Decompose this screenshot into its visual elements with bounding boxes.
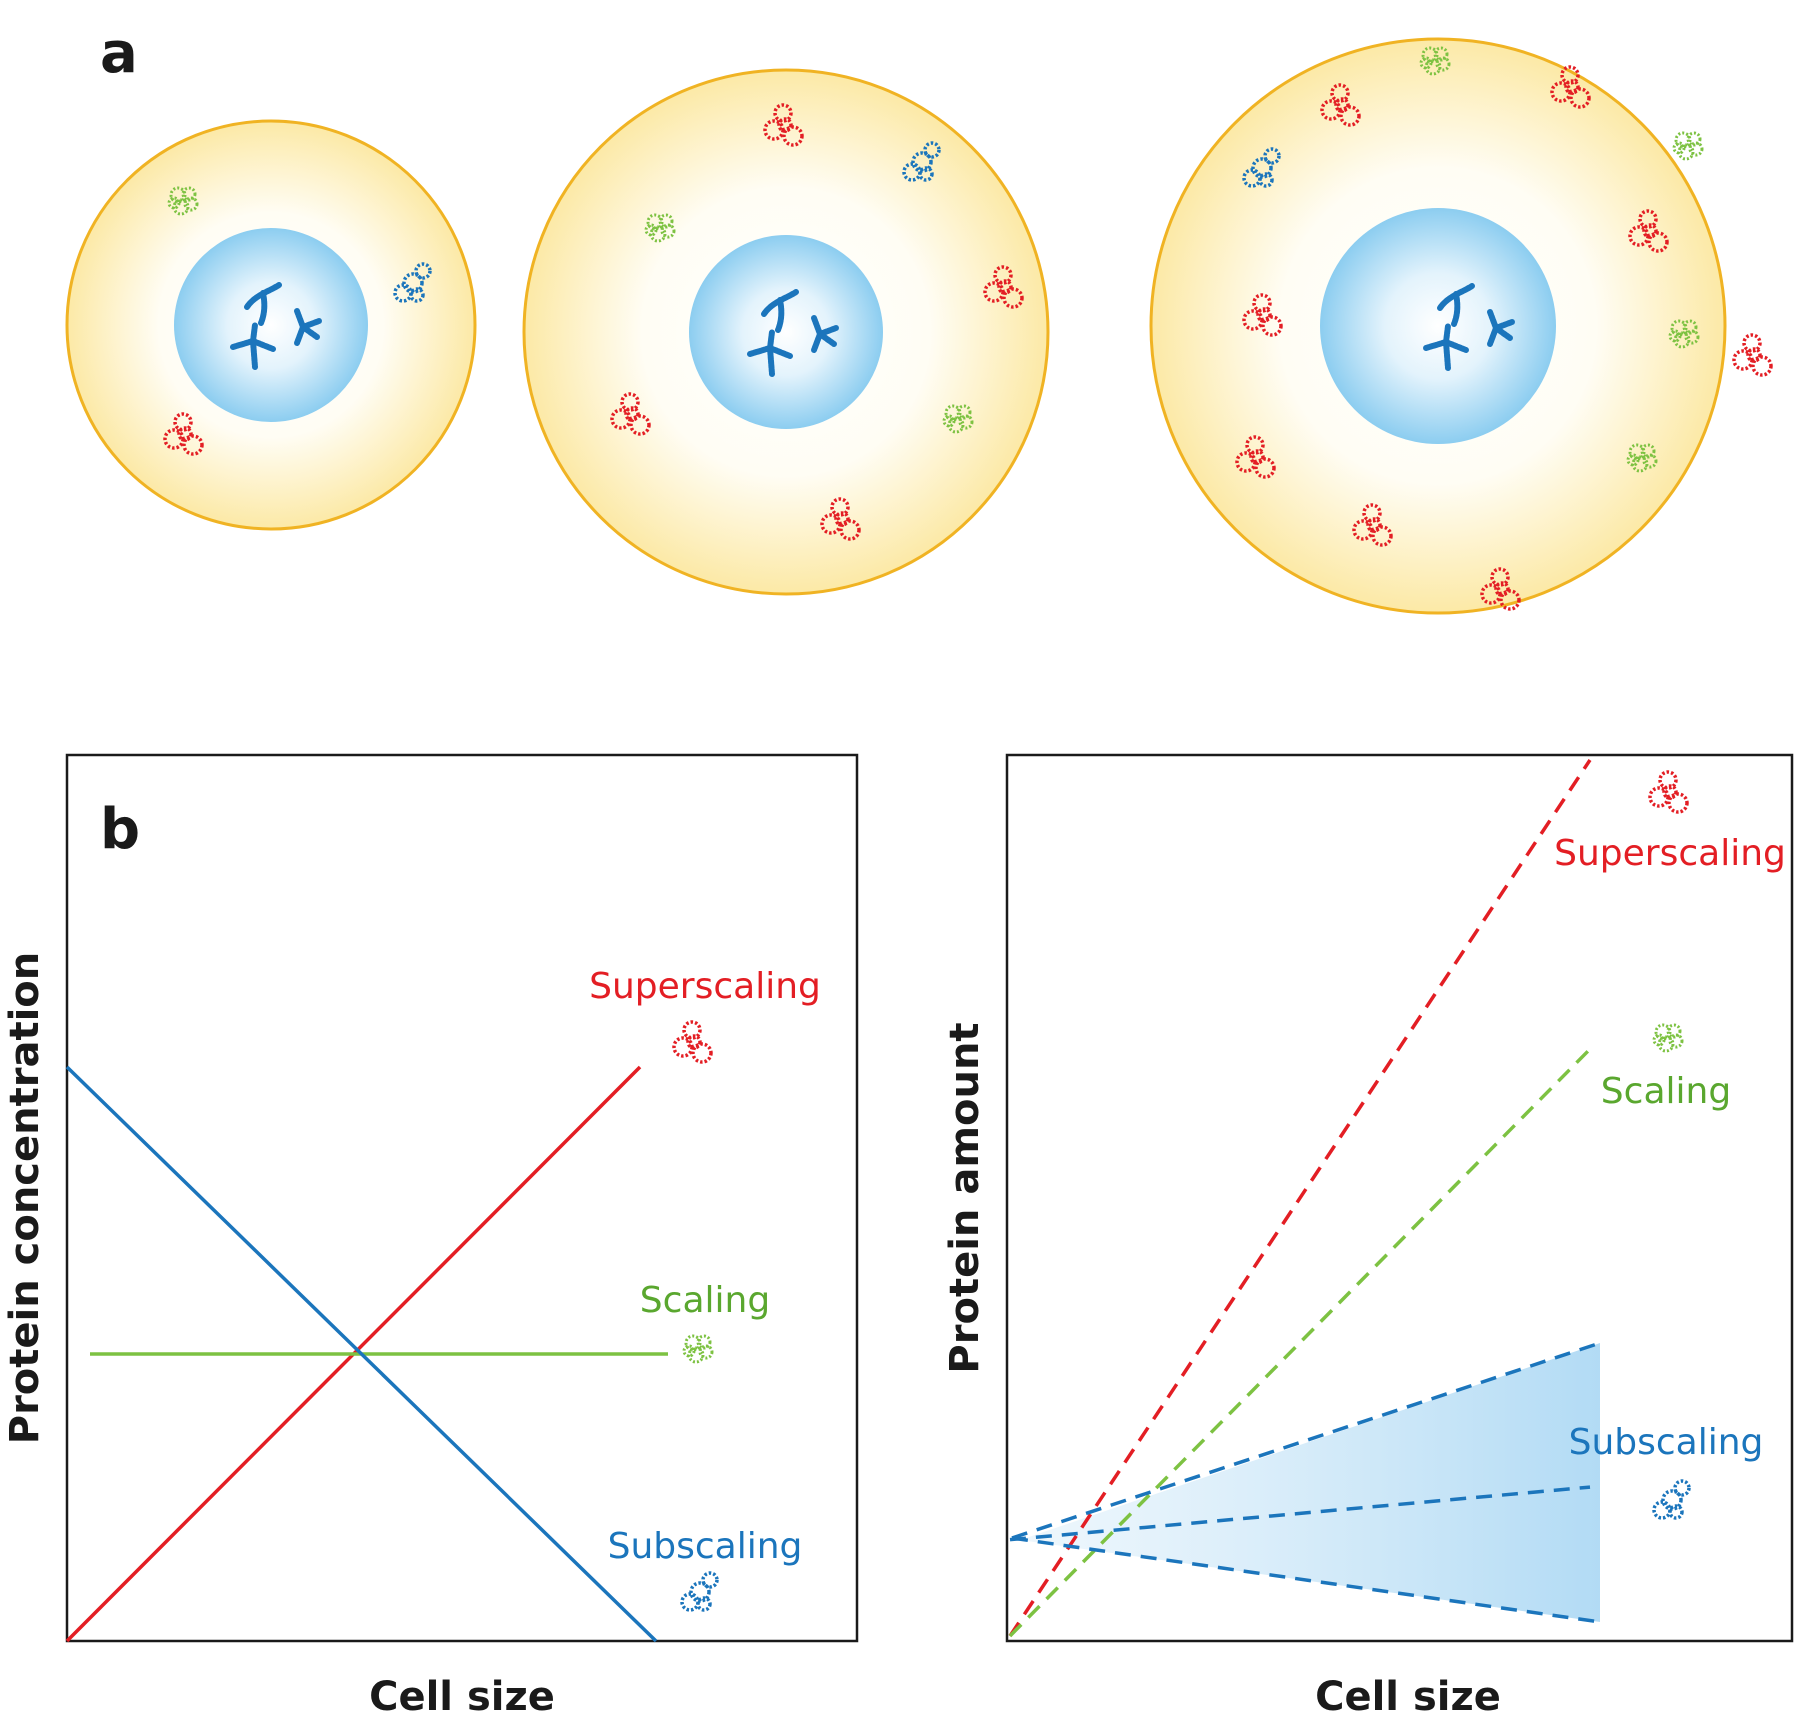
subscaling-lower-bound [1011,1536,1601,1624]
left-label-subscaling: Subscaling [608,1526,803,1567]
superscaling-protein-icon [1732,333,1773,377]
left-label-scaling: Scaling [640,1280,770,1321]
left-plot-frame [65,753,859,1643]
right-plot-frame [1005,753,1794,1643]
left-chart [65,1065,668,1643]
line-superscaling [1008,759,1592,1637]
line-subscaling [1009,1485,1591,1542]
right-label-scaling: Scaling [1601,1071,1731,1112]
nucleus [1320,208,1556,444]
cell-small [65,119,477,531]
superscaling-legend-icon [1648,770,1689,814]
right-label-superscaling: Superscaling [1554,833,1786,874]
scaling-legend-icon [1652,1023,1684,1053]
panel-a-letter: a [100,21,138,86]
subscaling-legend-icon [1652,1479,1691,1520]
left-label-superscaling: Superscaling [589,966,821,1007]
left-y-axis-title: Protein concentration [2,952,48,1445]
subscaling-legend-icon [680,1571,719,1612]
superscaling-legend-icon [672,1020,713,1064]
nucleus [174,228,368,422]
panel-b-letter: b [100,797,140,862]
cell-large [1149,37,1727,615]
right-chart [1008,759,1601,1638]
cell-medium [522,68,1050,596]
scaling-protein-icon [1672,131,1704,161]
left-x-axis-title: Cell size [369,1674,555,1713]
right-y-axis-title: Protein amount [942,1022,988,1373]
scaling-legend-icon [682,1334,714,1364]
nucleus [689,235,883,429]
line-subscaling [65,1065,658,1643]
right-x-axis-title: Cell size [1315,1674,1501,1713]
subscaling-range-band [1020,1343,1600,1622]
line-scaling [1008,1047,1592,1638]
right-label-subscaling: Subscaling [1569,1422,1764,1463]
